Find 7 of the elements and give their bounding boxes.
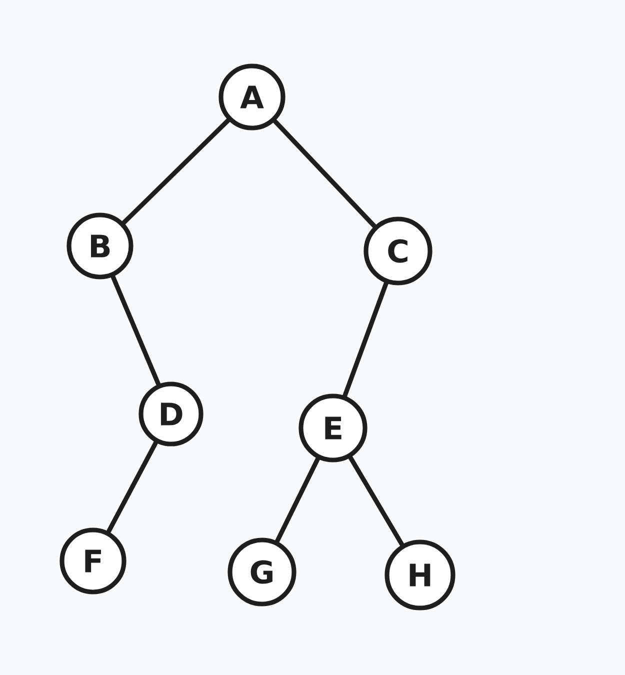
connector-line (348, 455, 404, 547)
connector-line (106, 440, 158, 534)
connector-line (274, 456, 320, 544)
connector-line (272, 118, 377, 228)
connector-line (121, 118, 231, 225)
connector-line (110, 274, 161, 387)
connector-line (342, 280, 388, 398)
